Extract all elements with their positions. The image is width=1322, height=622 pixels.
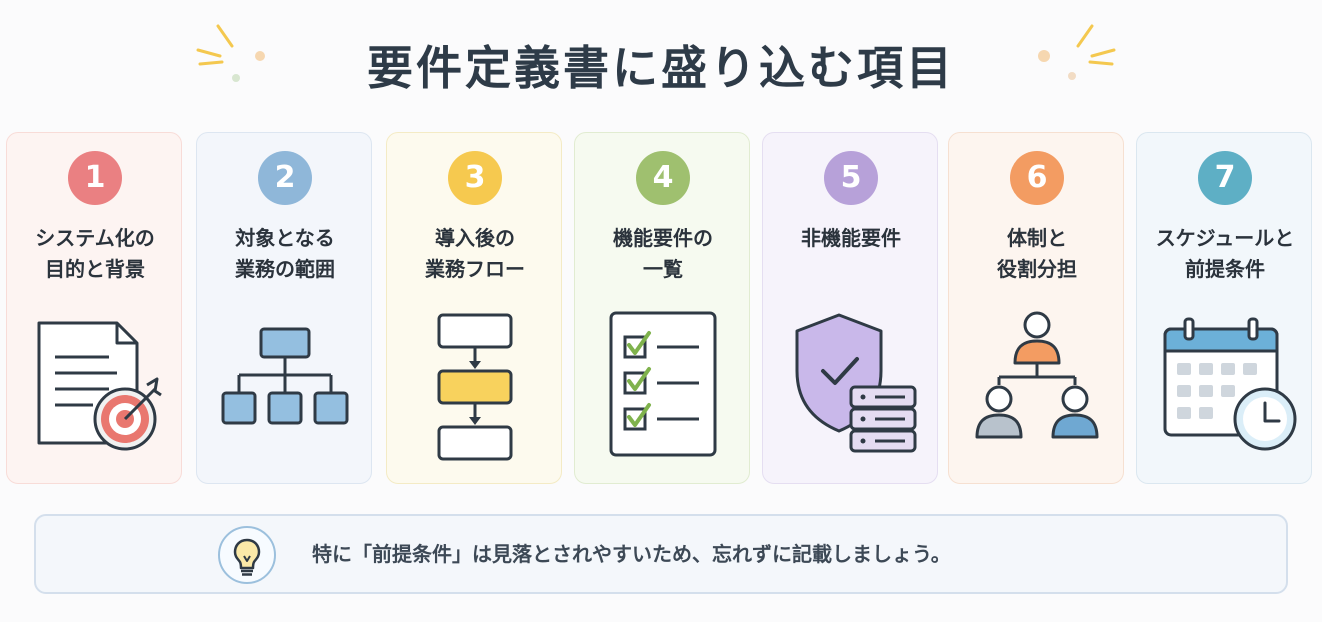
flowchart-icon <box>437 313 513 461</box>
item-card-4: 4 機能要件の 一覧 <box>574 132 750 484</box>
sparkle-right-icon <box>1038 24 1116 80</box>
tip-text: 特に「前提条件」は見落とされやすいため、忘れずに記載しましょう。 <box>312 542 951 566</box>
item-label: スケジュールと 前提条件 <box>1155 226 1295 281</box>
item-card-6: 6 体制と 役割分担 <box>948 132 1124 484</box>
item-label: 機能要件の 一覧 <box>613 226 713 281</box>
checklist-icon <box>609 311 717 457</box>
item-number-badge: 7 <box>1198 151 1252 205</box>
item-label: システム化の 目的と背景 <box>35 226 155 281</box>
lightbulb-icon <box>218 526 276 584</box>
item-card-1: 1 システム化の 目的と背景 <box>6 132 182 484</box>
tip-box: 特に「前提条件」は見落とされやすいため、忘れずに記載しましょう。 <box>34 514 1288 594</box>
item-number-badge: 6 <box>1010 151 1064 205</box>
team-structure-icon <box>975 311 1099 439</box>
item-card-3: 3 導入後の 業務フロー <box>386 132 562 484</box>
items-row: 1 システム化の 目的と背景 2 対象となる 業務の範囲 <box>6 132 1312 484</box>
item-label: 体制と 役割分担 <box>997 226 1077 281</box>
sparkle-left-icon <box>196 24 265 82</box>
item-number-badge: 1 <box>68 151 122 205</box>
org-chart-icon <box>221 327 349 425</box>
calendar-clock-icon <box>1163 317 1297 451</box>
item-label: 対象となる 業務の範囲 <box>235 226 335 281</box>
page-title: 要件定義書に盛り込む項目 <box>367 41 955 95</box>
document-target-icon <box>37 321 162 451</box>
item-card-2: 2 対象となる 業務の範囲 <box>196 132 372 484</box>
title-area: 要件定義書に盛り込む項目 <box>0 18 1322 98</box>
item-card-5: 5 非機能要件 <box>762 132 938 484</box>
item-number-badge: 5 <box>824 151 878 205</box>
item-label: 非機能要件 <box>801 226 901 250</box>
item-card-7: 7 スケジュールと 前提条件 <box>1136 132 1312 484</box>
item-number-badge: 3 <box>448 151 502 205</box>
item-label: 導入後の 業務フロー <box>425 226 525 281</box>
item-number-badge: 4 <box>636 151 690 205</box>
item-number-badge: 2 <box>258 151 312 205</box>
shield-server-icon <box>795 313 917 453</box>
